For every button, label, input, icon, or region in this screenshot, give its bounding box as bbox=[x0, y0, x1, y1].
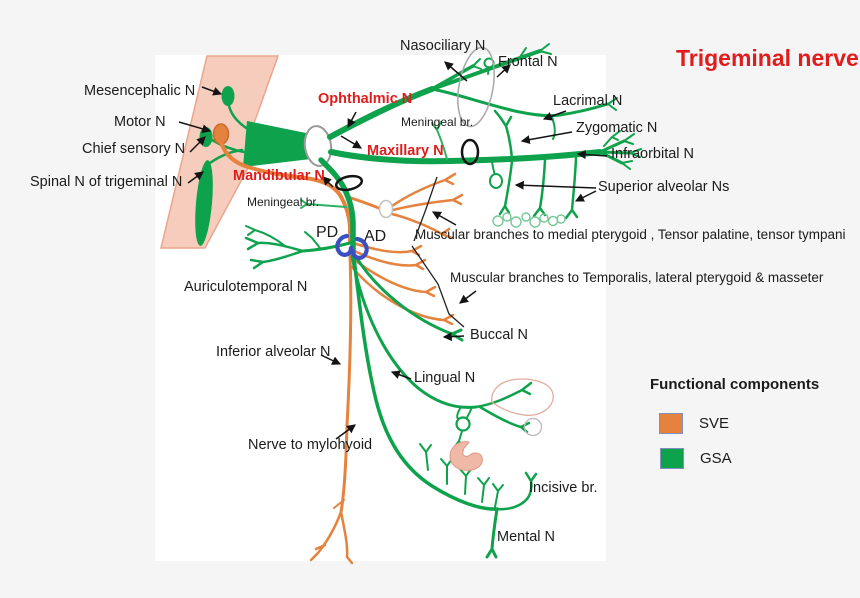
trigeminal-root-ganglion bbox=[243, 121, 333, 167]
legend-item-gsa: GSA bbox=[660, 448, 732, 469]
division-markers bbox=[335, 233, 369, 260]
ophthalmic-division bbox=[327, 43, 618, 140]
label-spinal-nucleus: Spinal N of trigeminal N bbox=[30, 174, 183, 190]
label-buccal-nerve: Buccal N bbox=[470, 327, 529, 343]
sve-color-swatch bbox=[659, 413, 683, 434]
tongue-and-glands bbox=[449, 378, 554, 471]
tongue-outline bbox=[491, 378, 554, 416]
posterior-division-hook bbox=[335, 233, 354, 257]
label-nasociliary-nerve: Nasociliary N bbox=[400, 38, 486, 54]
otic-ganglion bbox=[378, 199, 394, 219]
label-incisive-branch: Incisive br. bbox=[529, 480, 598, 496]
label-muscular-branches-medial-pterygoid: Muscular branches to medial pterygoid , … bbox=[415, 227, 846, 242]
label-nerve-to-mylohyoid: Nerve to mylohyoid bbox=[248, 437, 373, 453]
label-ophthalmic-nerve: Ophthalmic N bbox=[318, 91, 413, 107]
label-superior-alveolar-nerves: Superior alveolar Ns bbox=[598, 179, 730, 195]
submandibular-ganglion bbox=[455, 416, 471, 432]
submandibular-gland bbox=[449, 441, 483, 471]
label-meningeal-branch-upper: Meningeal br. bbox=[401, 115, 474, 129]
label-zygomatic-nerve: Zygomatic N bbox=[576, 120, 658, 136]
motor-fibers bbox=[219, 140, 464, 565]
label-muscular-branches-temporalis: Muscular branches to Temporalis, lateral… bbox=[450, 270, 824, 285]
label-inferior-alveolar-nerve: Inferior alveolar N bbox=[216, 344, 331, 360]
label-chief-sensory-nucleus: Chief sensory N bbox=[82, 141, 186, 157]
brackets bbox=[411, 176, 465, 328]
label-meningeal-branch-lower: Meningeal br. bbox=[247, 195, 320, 209]
foramen-ovale-ring bbox=[334, 174, 364, 192]
teeth-squiggles bbox=[492, 212, 566, 228]
legend-title: Functional components bbox=[650, 376, 820, 393]
label-maxillary-nerve: Maxillary N bbox=[367, 143, 444, 159]
label-frontal-nerve: Frontal N bbox=[498, 54, 558, 70]
label-infraorbital-nerve: Infraorbital N bbox=[611, 146, 695, 162]
label-motor-nucleus: Motor N bbox=[114, 114, 166, 130]
mesencephalic-nucleus bbox=[221, 86, 235, 106]
label-lacrimal-nerve: Lacrimal N bbox=[553, 93, 623, 109]
foramen-rotundum-ring bbox=[460, 138, 480, 166]
label-mesencephalic-nucleus: Mesencephalic N bbox=[84, 83, 196, 99]
sublingual-gland bbox=[523, 417, 543, 437]
spinal-nucleus bbox=[195, 160, 213, 246]
bracket-medial-pterygoid-group bbox=[413, 176, 438, 242]
anterior-division-hook bbox=[350, 236, 369, 260]
maxillary-division bbox=[328, 109, 642, 228]
sve-label: SVE bbox=[699, 415, 730, 432]
label-auriculotemporal-nerve: Auriculotemporal N bbox=[184, 279, 308, 295]
auriculotemporal-nerve bbox=[244, 225, 352, 270]
gsa-label: GSA bbox=[700, 450, 732, 467]
orbit-outline bbox=[457, 46, 495, 128]
label-posterior-division: PD bbox=[316, 224, 339, 241]
bracket-temporalis-group bbox=[411, 245, 465, 328]
page-title: Trigeminal nerve bbox=[676, 45, 859, 71]
annotation-arrows bbox=[178, 61, 608, 440]
label-anterior-division: AD bbox=[364, 228, 387, 245]
label-mandibular-nerve: Mandibular N bbox=[233, 168, 325, 184]
legend-item-sve: SVE bbox=[659, 413, 729, 434]
label-mental-nerve: Mental N bbox=[497, 529, 556, 545]
label-lingual-nerve: Lingual N bbox=[414, 370, 476, 386]
gsa-color-swatch bbox=[660, 448, 684, 469]
